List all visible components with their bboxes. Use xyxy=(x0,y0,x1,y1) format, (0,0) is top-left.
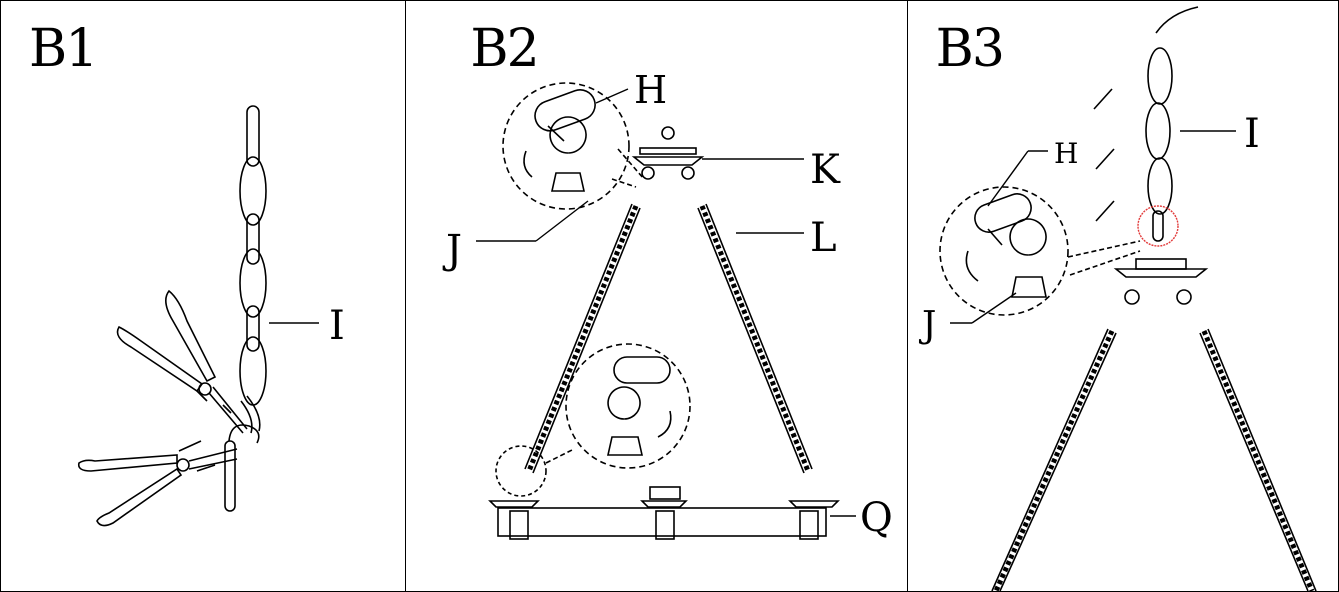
open-link xyxy=(224,424,260,512)
chain xyxy=(239,105,267,434)
detail-bubble-hook-eye xyxy=(938,186,1140,316)
panel-b1: B1 xyxy=(1,1,407,591)
rope-right xyxy=(697,203,814,474)
rope-left xyxy=(524,203,642,474)
label-i: I xyxy=(1244,111,1260,157)
frame-bar xyxy=(488,486,841,540)
b2-illustration: H J K L Q xyxy=(442,68,893,541)
pliers-upper-icon xyxy=(116,289,248,434)
panel-title: B2 xyxy=(470,19,539,79)
label-k: K xyxy=(810,147,841,193)
chain xyxy=(1144,6,1198,242)
highlight-circle xyxy=(1136,205,1179,247)
up-arrows-icon xyxy=(1093,88,1115,222)
canopy xyxy=(632,126,705,180)
label-j: J xyxy=(918,305,936,346)
b1-illustration: I xyxy=(77,105,345,527)
label-j: J xyxy=(442,227,462,273)
panel-b2: B2 xyxy=(406,1,908,591)
b3-illustration: H I J xyxy=(918,6,1317,591)
label-l: L xyxy=(810,215,837,261)
detail-bubble-hook-eye xyxy=(502,82,645,210)
panel-title: B3 xyxy=(935,19,1005,79)
panel-b3: B3 xyxy=(908,1,1338,591)
pliers-lower-icon xyxy=(77,440,238,527)
label-h: H xyxy=(634,68,667,112)
label-h: H xyxy=(1054,137,1078,170)
rope-left xyxy=(990,328,1117,591)
label-i: I xyxy=(329,303,345,349)
detail-bubble-lower xyxy=(495,343,692,497)
panel-title: B1 xyxy=(29,19,98,79)
rope-right xyxy=(1198,328,1317,591)
label-q: Q xyxy=(860,495,893,541)
canopy xyxy=(1113,258,1208,305)
